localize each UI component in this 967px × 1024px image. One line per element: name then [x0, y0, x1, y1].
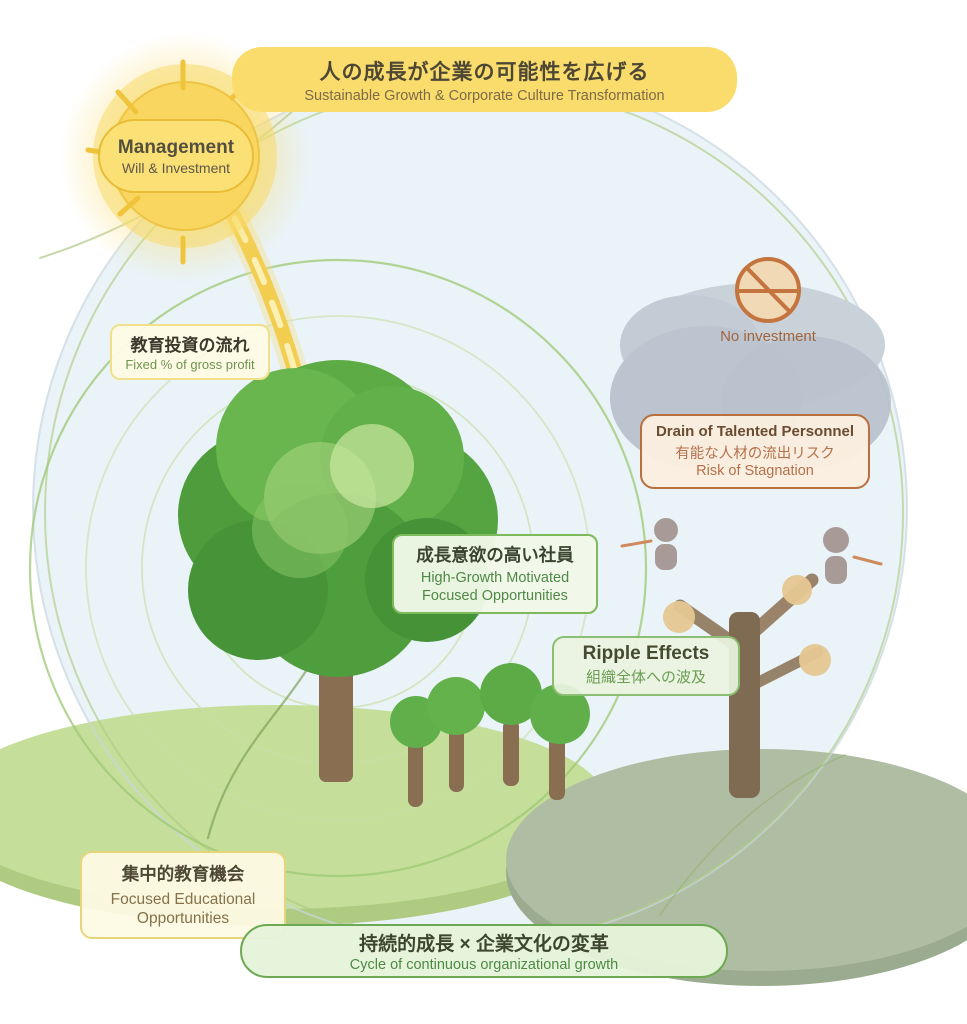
management-subtitle: Will & Investment: [121, 159, 231, 176]
bottom-banner-subtitle: Cycle of continuous organizational growt…: [349, 957, 619, 973]
dead-leaf: [799, 644, 831, 676]
ripple-title-jp: 組織全体への波及: [585, 669, 706, 686]
employees-title-jp: 成長意欲の高い社員: [416, 545, 574, 565]
drain-title-en: Drain of Talented Personnel: [655, 423, 855, 440]
motion-dashes: [620, 539, 883, 566]
employees-en-line1: High-Growth Motivated: [420, 570, 570, 586]
focused-education-en-line1: Focused Educational: [110, 891, 256, 908]
bottom-banner-title: 持続的成長 × 企業文化の変革: [359, 934, 609, 955]
top-banner-title: 人の成長が企業の可能性を広げる: [319, 60, 650, 84]
drain-title-jp: 有能な人材の流出リスク: [675, 446, 835, 462]
no-investment-caption: No investment: [720, 328, 816, 345]
no-investment-icon: [735, 257, 801, 323]
management-sun-label: Management Will & Investment: [98, 119, 254, 193]
focused-education-box: 集中的教育機会 Focused Educational Opportunitie…: [80, 851, 286, 940]
dead-leaf: [663, 601, 695, 633]
top-banner: 人の成長が企業の可能性を広げる Sustainable Growth & Cor…: [232, 47, 737, 112]
investment-flow-jp: 教育投資の流れ: [130, 336, 250, 355]
leaving-person-icons: [620, 518, 883, 584]
top-banner-subtitle: Sustainable Growth & Corporate Culture T…: [304, 87, 665, 104]
ripple-effects-box: Ripple Effects 組織全体への波及: [552, 636, 740, 696]
management-title: Management: [117, 136, 235, 158]
ripple-title-en: Ripple Effects: [582, 643, 710, 664]
focused-education-jp: 集中的教育機会: [121, 864, 245, 884]
focused-education-en-line2: Opportunities: [136, 909, 230, 927]
small-trees: [390, 663, 590, 807]
investment-flow-label: 教育投資の流れ Fixed % of gross profit: [110, 324, 270, 380]
dead-tree: [663, 573, 831, 798]
motivated-employees-box: 成長意欲の高い社員 High-Growth Motivated Focused …: [392, 534, 598, 615]
drain-personnel-box: Drain of Talented Personnel 有能な人材の流出リスク …: [640, 414, 870, 489]
employees-en-line2: Focused Opportunities: [422, 588, 568, 605]
investment-flow-en: Fixed % of gross profit: [125, 357, 255, 372]
bottom-banner: 持続的成長 × 企業文化の変革 Cycle of continuous orga…: [240, 924, 728, 978]
drain-subtitle: Risk of Stagnation: [696, 463, 814, 479]
dead-leaf: [782, 575, 812, 605]
